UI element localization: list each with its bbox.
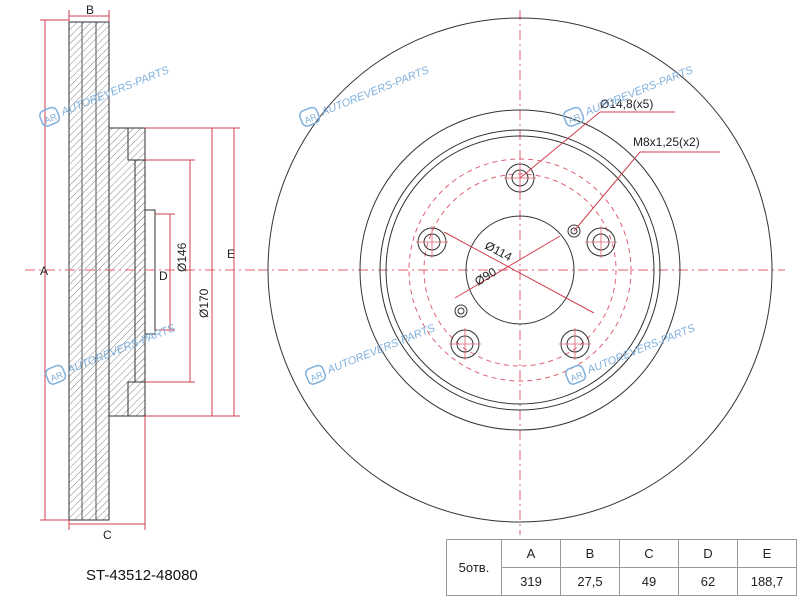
hat-outer: [379, 129, 661, 411]
dim-label-a: A: [40, 264, 48, 278]
spec-header-d: D: [678, 539, 738, 568]
svg-text:AR: AR: [303, 111, 319, 125]
front-centerlines: [258, 10, 785, 535]
side-section-view: [68, 21, 156, 521]
dim-label-b: B: [86, 3, 94, 17]
dim-label-e: E: [227, 247, 235, 261]
threaded-holes: [454, 224, 581, 318]
svg-text:AR: AR: [567, 111, 583, 125]
spec-table: 5отв. A B C D E 319 27,5 49 62 188,7: [446, 539, 797, 596]
spec-value-a: 319: [501, 567, 561, 596]
svg-text:AR: AR: [569, 369, 585, 383]
center-bore: [465, 215, 575, 325]
dim-label-d170: Ø170: [197, 288, 211, 318]
spec-value-e: 188,7: [737, 567, 797, 596]
dim-label-d90: Ø90: [472, 264, 499, 288]
bolt-holes: [417, 163, 616, 359]
dim-label-d: D: [159, 269, 168, 283]
disc-outer-edge: [267, 17, 773, 523]
spec-header-b: B: [560, 539, 620, 568]
dim-label-d146: Ø146: [175, 242, 189, 272]
spec-value-d: 62: [678, 567, 738, 596]
spec-value-b: 27,5: [560, 567, 620, 596]
spec-table-header-row: 5отв. A B C D E: [446, 539, 797, 596]
svg-text:AUTOREVERS-PARTS: AUTOREVERS-PARTS: [585, 322, 698, 377]
spec-holes-count: 5отв.: [446, 539, 502, 596]
dim-label-d114: Ø114: [483, 238, 515, 264]
disc-inner-ring: [359, 109, 681, 431]
callout-threads: M8x1,25(x2): [633, 135, 700, 149]
callout-holes: Ø14,8(x5): [600, 97, 653, 111]
svg-text:AR: AR: [43, 111, 59, 125]
spec-header-c: C: [619, 539, 679, 568]
svg-text:AUTOREVERS-PARTS: AUTOREVERS-PARTS: [319, 64, 432, 119]
spec-table-value-row: 319 27,5 49 62 188,7: [447, 567, 797, 596]
spec-header-a: A: [501, 539, 561, 568]
svg-text:AR: AR: [309, 369, 325, 383]
leader-lines: [443, 111, 720, 314]
part-number: ST-43512-48080: [86, 567, 198, 584]
side-dimension-lines: [40, 10, 240, 530]
hat-inner: [385, 135, 655, 405]
spec-header-e: E: [737, 539, 797, 568]
dim-label-c: C: [103, 528, 112, 542]
svg-text:AR: AR: [49, 369, 65, 383]
spec-value-c: 49: [619, 567, 679, 596]
